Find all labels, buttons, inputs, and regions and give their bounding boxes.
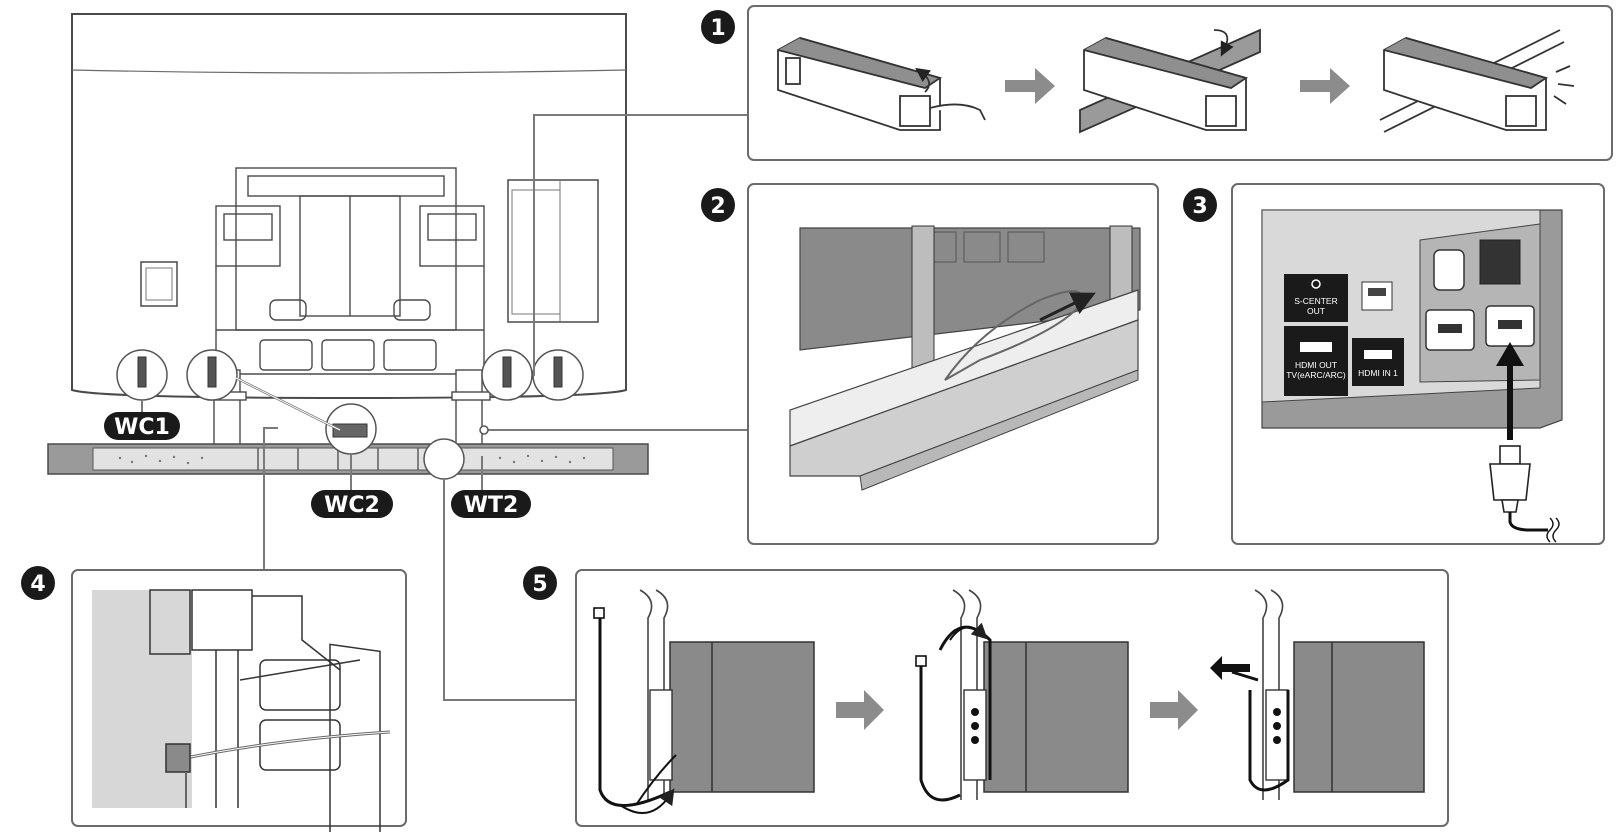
tie-step-c: [1210, 589, 1425, 800]
usb-port: [1361, 281, 1393, 311]
label-wc2: WC2: [311, 490, 393, 518]
tv-outline: [71, 13, 627, 400]
s-center-out-port: S-CENTER OUT: [1284, 274, 1348, 322]
label-wt2: WT2: [451, 490, 531, 518]
wall-mount-bracket: [215, 167, 485, 375]
panel-4-clip-detail: [71, 569, 407, 837]
line-to-panel-5: [443, 478, 580, 701]
tv-back-overview: WC1 WC2 WT2: [47, 13, 758, 701]
step-arrow-5b: [1150, 690, 1198, 730]
tv-left-terminal-cover: [140, 261, 178, 307]
clip-insert-cable-illustration: [1079, 28, 1261, 134]
line-to-panel-4: [263, 427, 278, 570]
hdmi-out-port: HDMI OUT TV(eARC/ARC): [1284, 326, 1348, 396]
s-center-label-1: S-CENTER: [1294, 296, 1337, 306]
line-to-panel-1: [533, 114, 758, 376]
s-center-label-2: OUT: [1307, 306, 1325, 316]
hdmi-out-label-2: TV(eARC/ARC): [1286, 370, 1346, 380]
panel-5-tie-steps: [575, 569, 1449, 827]
hdmi-in-port: HDMI IN 1: [1352, 338, 1404, 386]
hdmi-in-label: HDMI IN 1: [1358, 368, 1398, 378]
hdmi-cable-plug: [1489, 445, 1531, 513]
label-wc1: WC1: [104, 412, 180, 440]
tie-step-a: [593, 589, 815, 814]
step-arrow-1b: [1300, 68, 1350, 104]
step-2-badge: 2: [710, 194, 725, 219]
step-arrow-5a: [836, 690, 884, 730]
clip-open-illustration: [777, 37, 986, 131]
hdmi-out-label-1: HDMI OUT: [1295, 360, 1337, 370]
label-wc1-text: WC1: [114, 415, 170, 440]
step-3-badge: 3: [1192, 194, 1207, 219]
label-wt2-text: WT2: [464, 493, 519, 518]
clip-closed-illustration: [1379, 29, 1575, 133]
step-1-badge: 1: [710, 16, 725, 41]
wc2-clip-icon: [165, 743, 191, 773]
label-wc2-text: WC2: [324, 493, 380, 518]
step-badges: 1 2 3 4 5: [21, 10, 1217, 600]
step-4-badge: 4: [30, 572, 45, 597]
tv-right-terminal-cover: [507, 179, 599, 323]
step-5-badge: 5: [532, 572, 547, 597]
panel-2-cable-routing: [747, 183, 1159, 545]
panel-1-clip-steps: [747, 5, 1613, 161]
step-arrow-1a: [1005, 68, 1055, 104]
tie-step-b: [915, 589, 1129, 802]
panel-3-hdmi-connection: S-CENTER OUT HDMI OUT TV(eARC/ARC) HDMI …: [1231, 183, 1605, 545]
